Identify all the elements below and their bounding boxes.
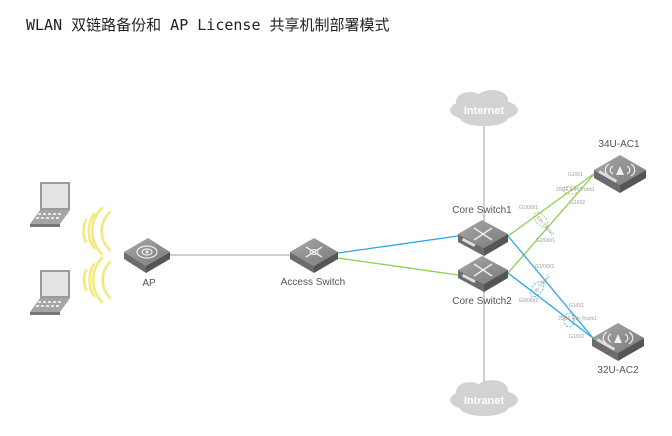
port-label: G1/0/0/1 [519,205,538,211]
port-labels: G1/0/0/1 G2/0/0/1 G1/0/0/2 G2/0/0/2 G1/0… [519,172,585,340]
access-switch-label: Access Switch [281,277,345,288]
link-core1-ac1-green [507,172,596,237]
intranet-cloud: Intranet [450,380,518,416]
switch-icon [458,220,508,256]
trunk-label-ac1: 20GE Eth-Trunk1 [556,187,595,193]
trunk-ellipse-ac1 [562,185,580,195]
access-switch-device[interactable]: Access Switch [281,238,345,288]
ap-label: AP [142,278,156,289]
ac2-device[interactable]: 32U-AC2 [592,323,644,376]
trunk-ellipse-ac2 [563,312,575,328]
trunk-label-cs-ac1: Eth-Trunk1 [535,215,556,238]
diagram-title: WLAN 双链路备份和 AP License 共享机制部署模式 [26,16,390,34]
port-label: G1/0/1 [568,172,583,178]
laptop-icon [30,270,70,315]
access-point-icon [124,238,170,273]
laptop-icon [30,182,70,227]
wireless-controller-icon [594,155,646,193]
wireless-controller-icon [592,323,644,361]
links [170,118,596,392]
intranet-label: Intranet [464,395,505,407]
internet-cloud: Internet [450,90,518,126]
laptop1 [30,182,70,227]
port-label: G2/0/0/1 [536,238,555,244]
trunk-label-ac2: 20GE Eth-Trunk1 [558,316,597,322]
laptop2 [30,270,70,315]
switch-icon [290,238,338,273]
port-label: G2/0/0/2 [519,298,538,304]
link-access-core1-blue [337,235,459,254]
ac2-label: 32U-AC2 [597,365,639,376]
link-core2-ac1-green [507,172,596,274]
port-label: G1/0/1 [569,303,584,309]
ac1-label: 34U-AC1 [598,139,640,150]
internet-label: Internet [464,105,505,117]
wifi-signal-icon [82,206,112,304]
cloud-icon [450,380,518,416]
link-core2-ac2-blue [507,272,594,339]
link-access-core2-green [337,257,459,276]
ap-device[interactable]: AP [124,238,170,289]
core-switch1-device[interactable]: Core Switch1 [452,205,512,256]
core-switch1-label: Core Switch1 [452,205,512,216]
core-switch2-device[interactable]: Core Switch2 [452,256,512,307]
port-label: G1/0/2 [570,200,585,206]
port-label: G1/0/0/2 [535,264,554,270]
port-label: G1/0/2 [569,334,584,340]
ac1-device[interactable]: 34U-AC1 [594,139,646,193]
trunk-ellipse-cs-ac2 [529,280,545,298]
cloud-icon [450,90,518,126]
link-core1-ac2-blue [507,235,594,339]
switch-icon [458,256,508,292]
core-switch2-label: Core Switch2 [452,296,512,307]
